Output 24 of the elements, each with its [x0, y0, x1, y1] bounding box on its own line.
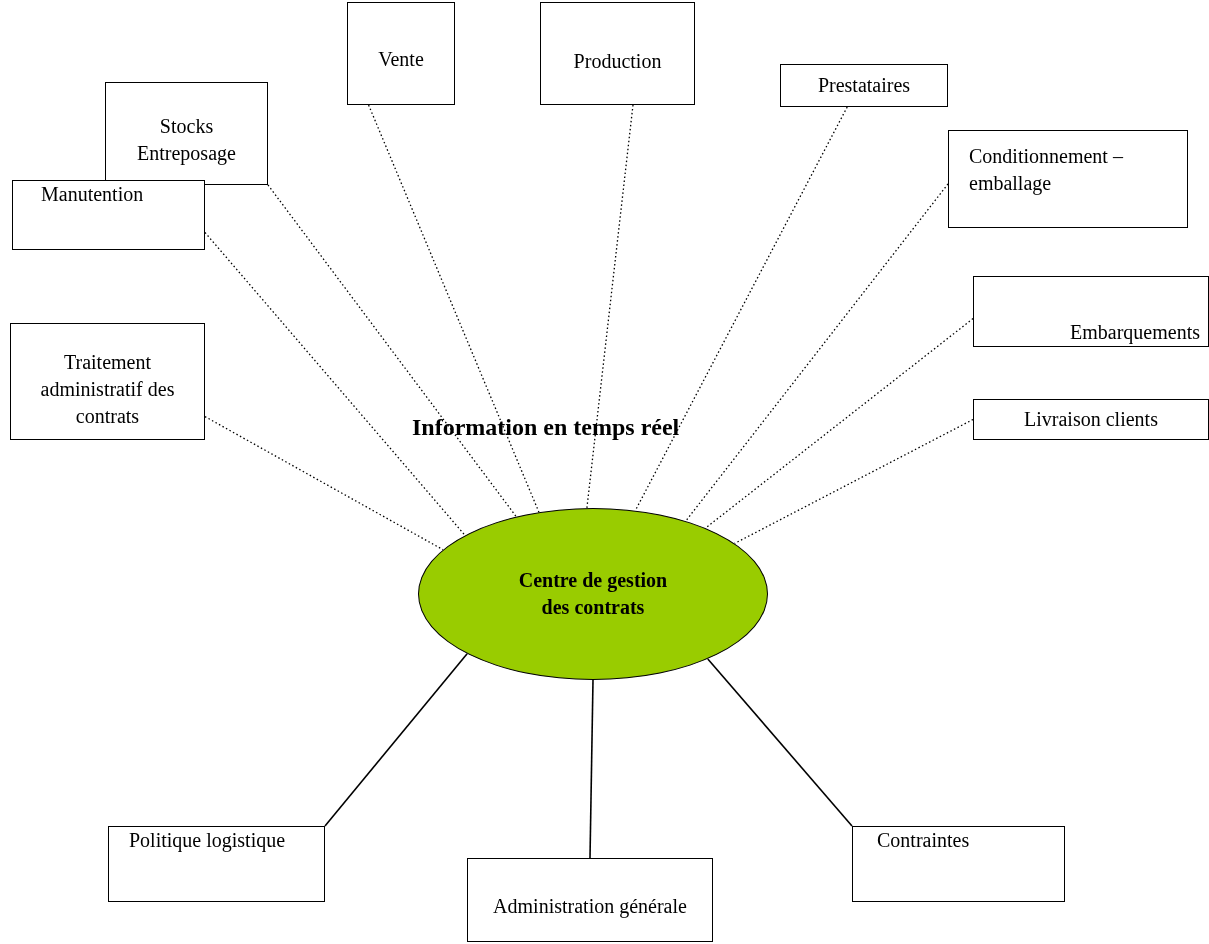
dotted-line [704, 317, 974, 529]
topic-box: Administration générale [467, 858, 713, 942]
topic-box: Contraintes [852, 826, 1065, 902]
topic-box: Vente [347, 2, 455, 105]
topic-box: Traitement administratif des contrats [10, 323, 205, 440]
topic-box: Conditionnement – emballage [948, 130, 1188, 228]
topic-box: Embarquements [973, 276, 1209, 347]
dotted-line [267, 184, 517, 518]
dotted-line [204, 231, 466, 536]
diagram-title: Information en temps réel [412, 413, 680, 442]
dotted-line [367, 104, 540, 513]
topic-box: Manutention [12, 180, 205, 250]
topic-box: Stocks Entreposage [105, 82, 268, 185]
topic-box: Livraison clients [973, 399, 1209, 440]
dotted-line [204, 415, 444, 551]
topic-box: Production [540, 2, 695, 105]
topic-box: Politique logistique [108, 826, 325, 902]
connector-line [324, 652, 468, 827]
hub-ellipse: Centre de gestion des contrats [418, 508, 768, 680]
dotted-line [586, 104, 634, 509]
connector-line [707, 658, 853, 827]
dotted-line [685, 183, 949, 522]
connector-line [589, 679, 594, 859]
topic-box: Prestataires [780, 64, 948, 107]
